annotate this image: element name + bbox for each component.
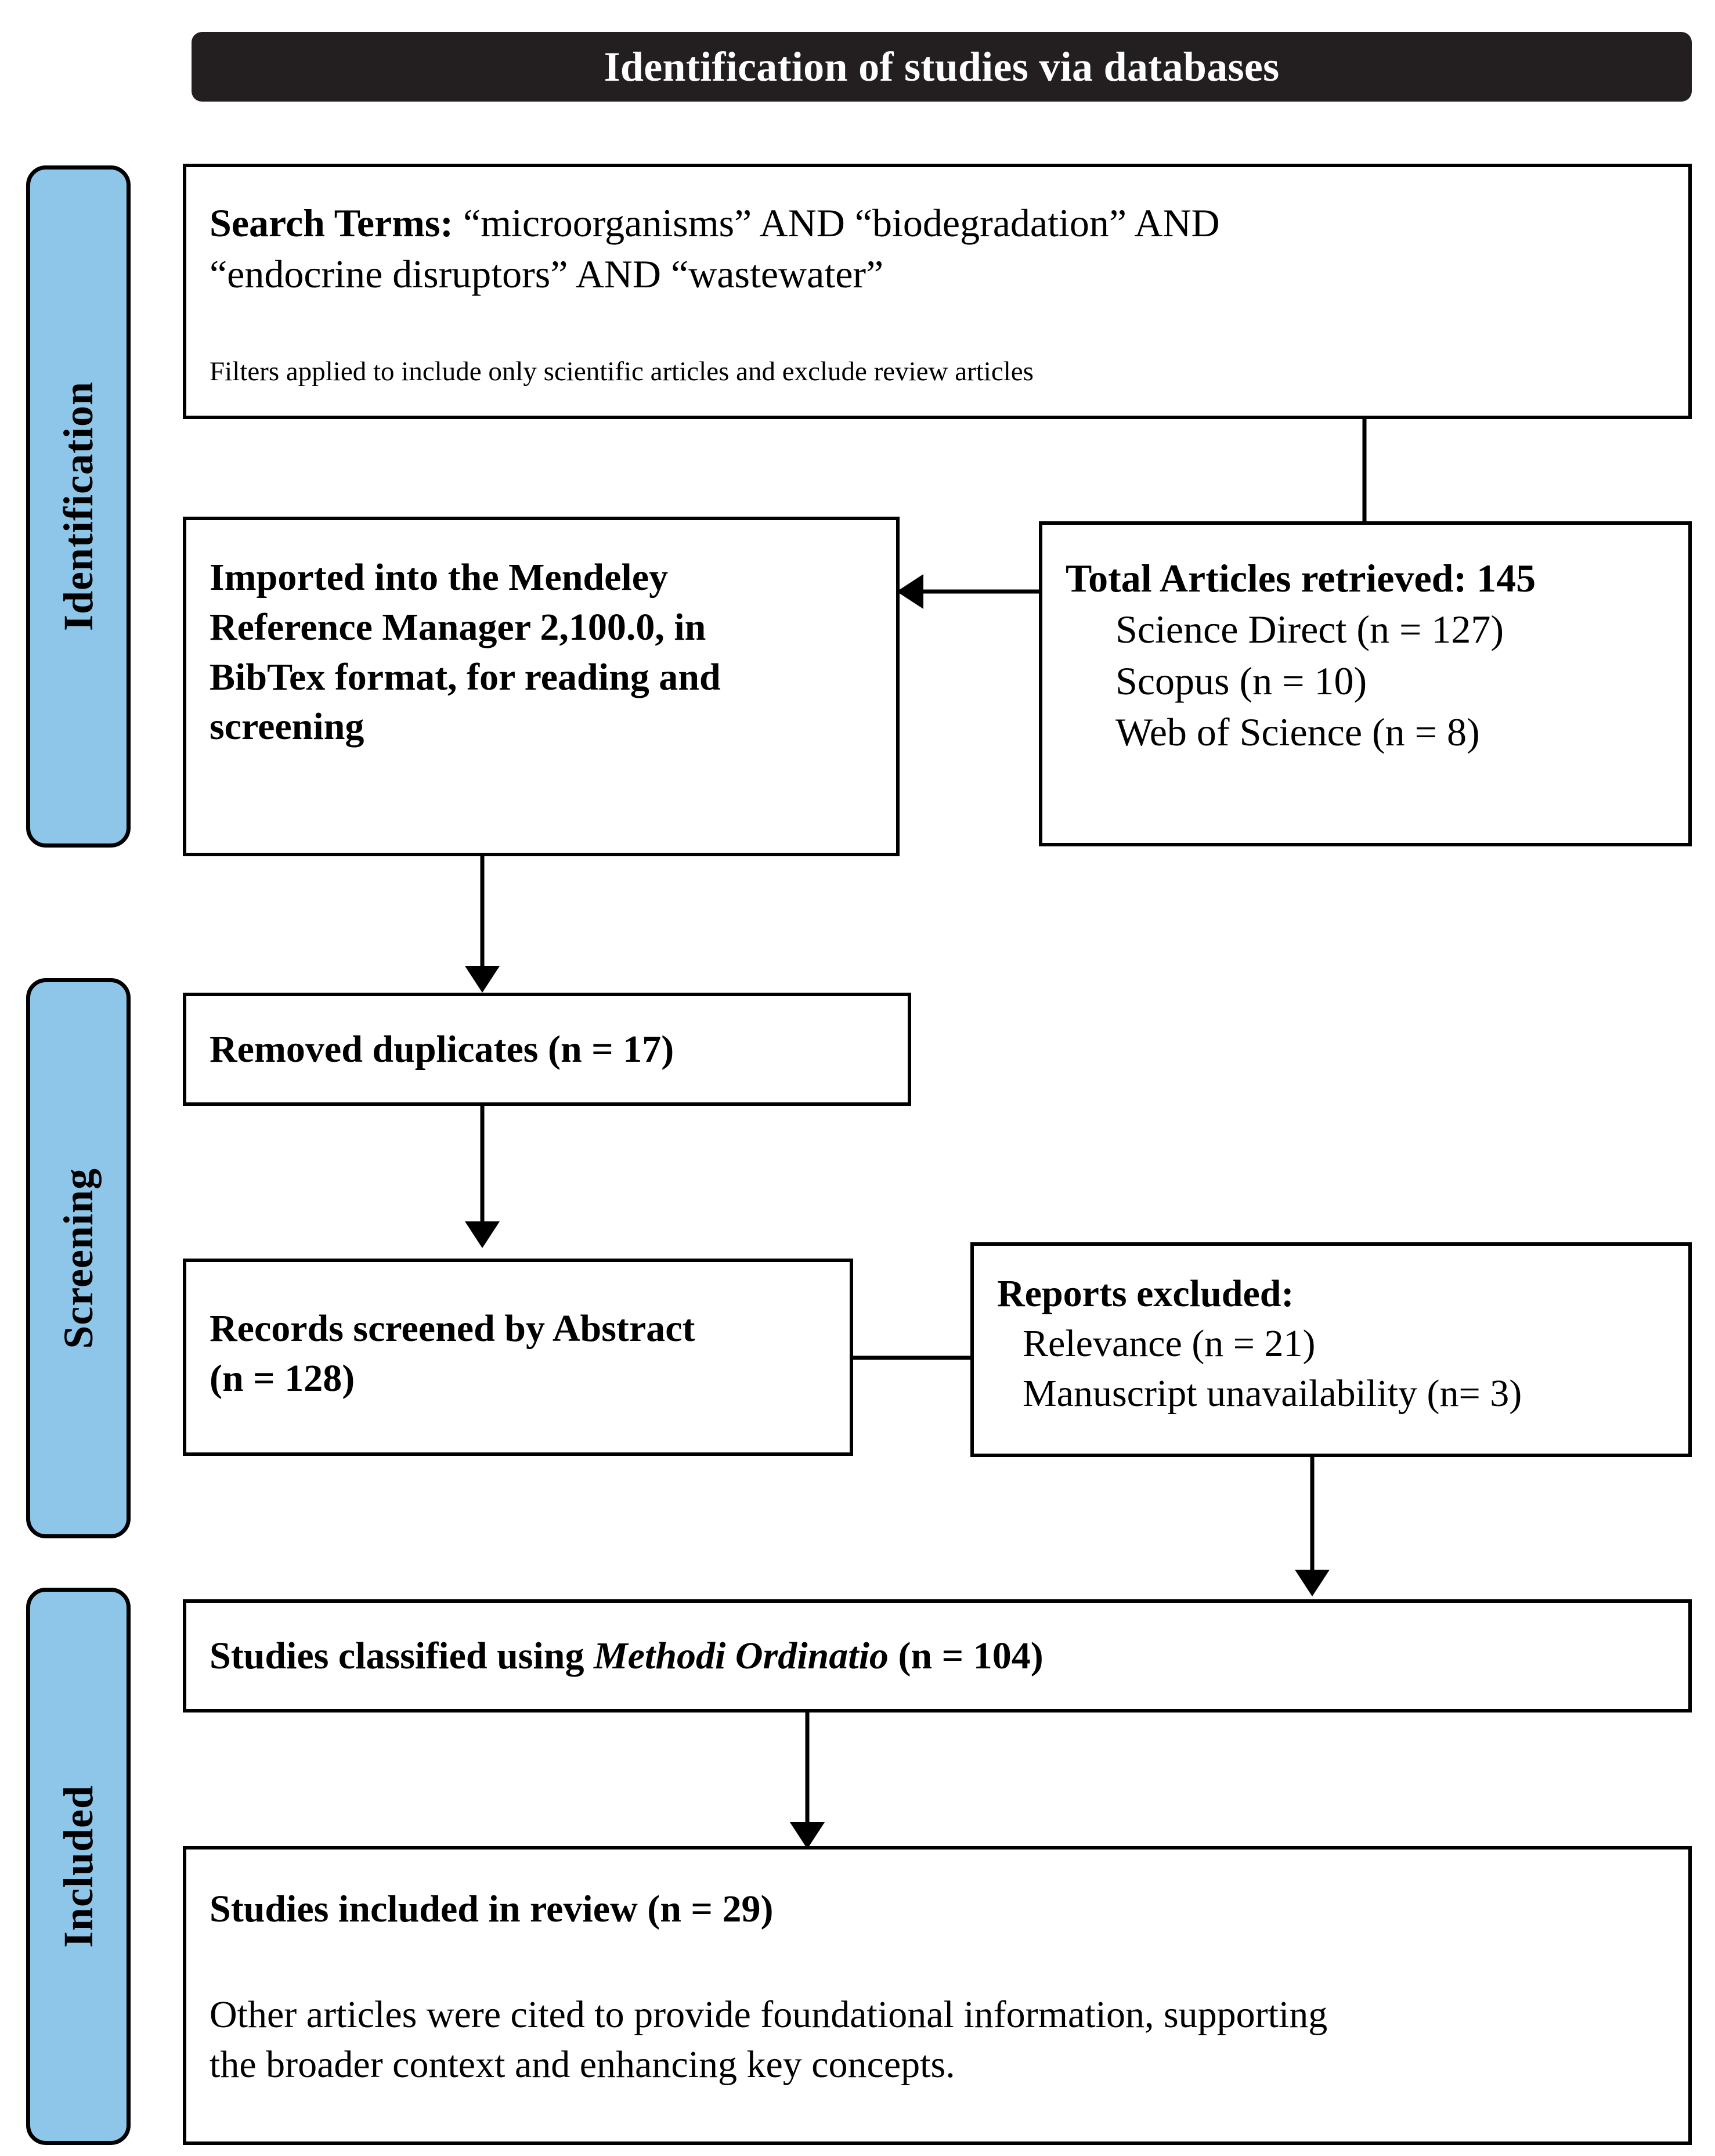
retrieved-source-web-of-science: Web of Science (n = 8) (1115, 710, 1480, 755)
stage-pill-included: Included (26, 1588, 131, 2145)
arrow-duplicates-to-screened (464, 1106, 500, 1248)
node-studies-included: Studies included in review (n = 29) Othe… (183, 1846, 1692, 2145)
imported-line-4: screening (210, 705, 364, 748)
classified-text: Studies classified using Methodi Ordinat… (210, 1631, 1044, 1681)
imported-line-3: BibTex format, for reading and (210, 655, 721, 698)
arrow-head-down-icon (465, 966, 500, 993)
imported-line-2: Reference Manager 2,100.0, in (210, 605, 706, 648)
arrow-stem (805, 1712, 810, 1826)
excluded-heading: Reports excluded: (997, 1272, 1294, 1315)
screened-line-1: Records screened by Abstract (210, 1307, 695, 1350)
node-total-articles-retrieved: Total Articles retrieved: 145 Science Di… (1039, 521, 1692, 846)
node-records-screened: Records screened by Abstract (n = 128) (183, 1259, 853, 1456)
node-reports-excluded: Reports excluded: Relevance (n = 21) Man… (970, 1242, 1692, 1457)
imported-line-1: Imported into the Mendeley (210, 556, 669, 599)
included-heading: Studies included in review (n = 29) (210, 1888, 774, 1930)
node-studies-classified: Studies classified using Methodi Ordinat… (183, 1599, 1692, 1712)
arrow-head-down-icon (790, 1822, 825, 1849)
arrow-stem (480, 856, 485, 969)
arrow-retrieved-to-imported (897, 574, 1042, 610)
excluded-reason-relevance: Relevance (n = 21) (1023, 1322, 1316, 1365)
stage-label-included: Included (55, 1784, 102, 1948)
spacer (210, 300, 1665, 356)
arrow-stem (480, 1106, 485, 1225)
arrow-excluded-to-classified (1294, 1457, 1330, 1596)
spacer (210, 1934, 1665, 1990)
arrow-head-down-icon (1295, 1570, 1330, 1596)
excluded-reason-manuscript-unavailability: Manuscript unavailability (n= 3) (1023, 1372, 1522, 1415)
arrow-stem (853, 1355, 984, 1360)
node-imported-mendeley: Imported into the Mendeley Reference Man… (183, 517, 900, 856)
diagram-title: Identification of studies via databases (604, 43, 1280, 90)
classified-method-name: Methodi Ordinatio (594, 1634, 889, 1677)
search-terms-value-line-1: “microorganisms” AND “biodegradation” AN… (453, 201, 1220, 245)
screened-line-2: (n = 128) (210, 1357, 355, 1400)
arrow-classified-to-included (789, 1712, 825, 1849)
stage-label-screening: Screening (55, 1167, 102, 1349)
arrow-imported-to-duplicates (464, 856, 500, 993)
search-filters-note: Filters applied to include only scientif… (210, 356, 1034, 387)
stage-pill-screening: Screening (26, 978, 131, 1538)
arrow-stem (916, 589, 1042, 594)
stage-pill-identification: Identification (26, 165, 131, 848)
diagram-header-banner: Identification of studies via databases (192, 32, 1692, 102)
classified-prefix: Studies classified using (210, 1634, 594, 1677)
included-note-line-2: the broader context and enhancing key co… (210, 2043, 955, 2086)
included-note-line-1: Other articles were cited to provide fou… (210, 1993, 1328, 2036)
node-removed-duplicates: Removed duplicates (n = 17) (183, 993, 911, 1106)
arrow-head-left-icon (897, 574, 923, 609)
search-terms-label: Search Terms: (210, 201, 453, 245)
duplicates-text: Removed duplicates (n = 17) (210, 1027, 674, 1070)
search-terms-line-1: Search Terms: “microorganisms” AND “biod… (210, 197, 1665, 248)
node-search-terms: Search Terms: “microorganisms” AND “biod… (183, 164, 1692, 419)
retrieved-heading: Total Articles retrieved: 145 (1066, 556, 1536, 600)
stage-label-identification: Identification (55, 381, 102, 632)
arrow-head-down-icon (465, 1221, 500, 1248)
classified-suffix: (n = 104) (888, 1634, 1044, 1677)
search-terms-value-line-2: “endocrine disruptors” AND “wastewater” (210, 252, 884, 297)
retrieved-source-science-direct: Science Direct (n = 127) (1115, 607, 1504, 652)
arrow-stem (1310, 1457, 1315, 1573)
retrieved-source-scopus: Scopus (n = 10) (1115, 658, 1367, 703)
arrow-stem (1362, 419, 1367, 529)
